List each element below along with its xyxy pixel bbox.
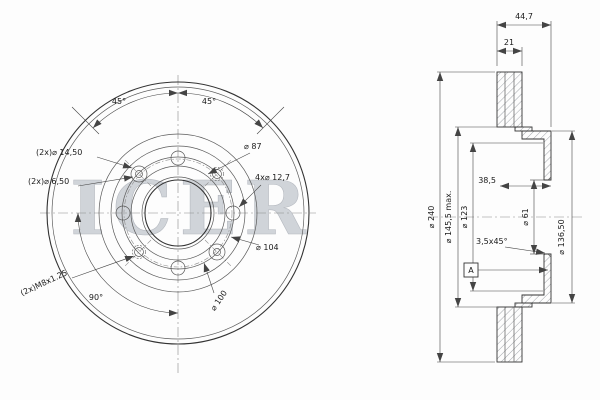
- bolt-circle-label: ⌀ 100: [209, 289, 229, 313]
- dia-136-5-label: ⌀ 136,50: [557, 219, 566, 254]
- dia-104-label: ⌀ 104: [256, 243, 279, 252]
- lug-hole-label: 4x⌀ 12,7: [255, 173, 290, 182]
- counterbore-label: (2x)⌀ 14,50: [36, 148, 82, 157]
- angle-label-bottom: 90°: [89, 293, 103, 302]
- dia-123-label: ⌀ 123: [460, 206, 469, 229]
- angle-dimensions: 45° 45° 90°: [71, 89, 285, 317]
- hole-6-5-label: (2x)⌀ 6,50: [28, 177, 69, 186]
- section-width-dimensions: 44,7 21: [496, 12, 552, 127]
- datum-label: A: [468, 266, 474, 275]
- chamfer-note: 3,5x45°: [476, 237, 546, 255]
- section-depth-dimension: 38,5: [478, 176, 551, 190]
- chamfer-label: 3,5x45°: [476, 237, 508, 246]
- bore-diameter-label: ⌀ 61: [521, 208, 530, 226]
- thread-label: (2x)M8x1.25: [19, 268, 69, 298]
- depth-label: 38,5: [478, 176, 496, 185]
- max-diameter-label: ⌀ 145,5 max.: [444, 191, 453, 244]
- angle-label-top-right: 45°: [202, 97, 216, 106]
- overall-width-label: 44,7: [515, 12, 533, 21]
- dia-87-label: ⌀ 87: [244, 142, 262, 151]
- disc-thickness-label: 21: [504, 38, 514, 47]
- angle-label-top-left: 45°: [112, 97, 126, 106]
- outer-diameter-label: ⌀ 240: [427, 206, 436, 229]
- section-diameter-dimensions: ⌀ 240 ⌀ 145,5 max. ⌀ 123 ⌀ 61 ⌀ 136,50: [427, 71, 576, 363]
- counterbored-holes: [130, 165, 226, 261]
- section-view: 44,7 21 38,5 ⌀ 240 ⌀ 145,5 max. ⌀ 123: [427, 12, 584, 363]
- section-cut-material: [496, 71, 552, 363]
- datum-a-flag: A: [463, 262, 548, 278]
